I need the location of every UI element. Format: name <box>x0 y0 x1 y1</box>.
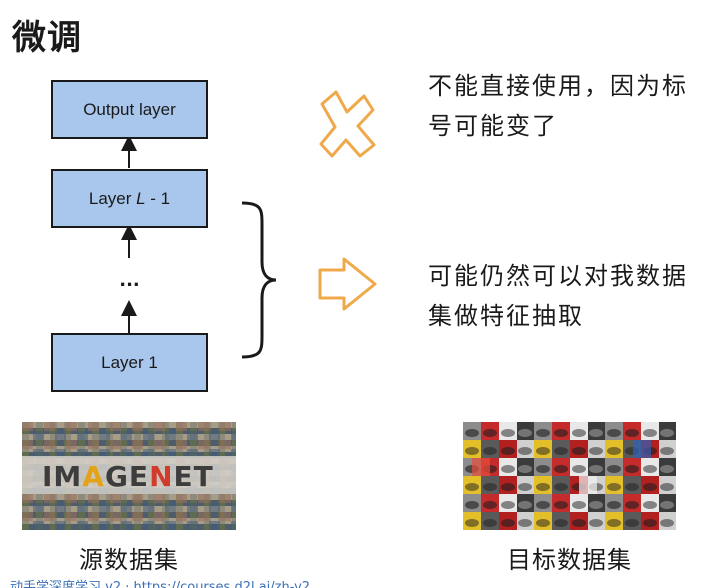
cross-icon <box>319 90 376 158</box>
target-dataset-caption: 目标数据集 <box>507 546 632 574</box>
layer-1-box: Layer 1 <box>51 333 208 392</box>
imagenet-mosaic-image: IMAGENET <box>22 422 236 530</box>
output-layer-box: Output layer <box>51 80 208 139</box>
feature-extraction-note: 可能仍然可以对我数据集做特征抽取 <box>428 262 688 330</box>
source-dataset-caption: 源数据集 <box>79 546 179 574</box>
right-brace-icon <box>241 201 277 359</box>
output-layer-label: Output layer <box>83 99 176 119</box>
layer-l-minus-1-label: Layer L - 1 <box>88 188 171 208</box>
imagenet-logo-text: IMAGENET <box>42 460 214 493</box>
layer-l-minus-1-box: Layer L - 1 <box>51 169 208 228</box>
right-arrow-icon <box>318 257 377 311</box>
cannot-use-note: 不能直接使用，因为标号可能变了 <box>428 72 688 140</box>
cars-mosaic-image <box>463 422 676 530</box>
ellipsis: ... <box>119 270 140 291</box>
footer-course-link[interactable]: 动手学深度学习 v2 · https://courses.d2l.ai/zh-v… <box>10 580 311 588</box>
layer-1-label: Layer 1 <box>101 352 158 372</box>
slide-title: 微调 <box>12 18 82 58</box>
